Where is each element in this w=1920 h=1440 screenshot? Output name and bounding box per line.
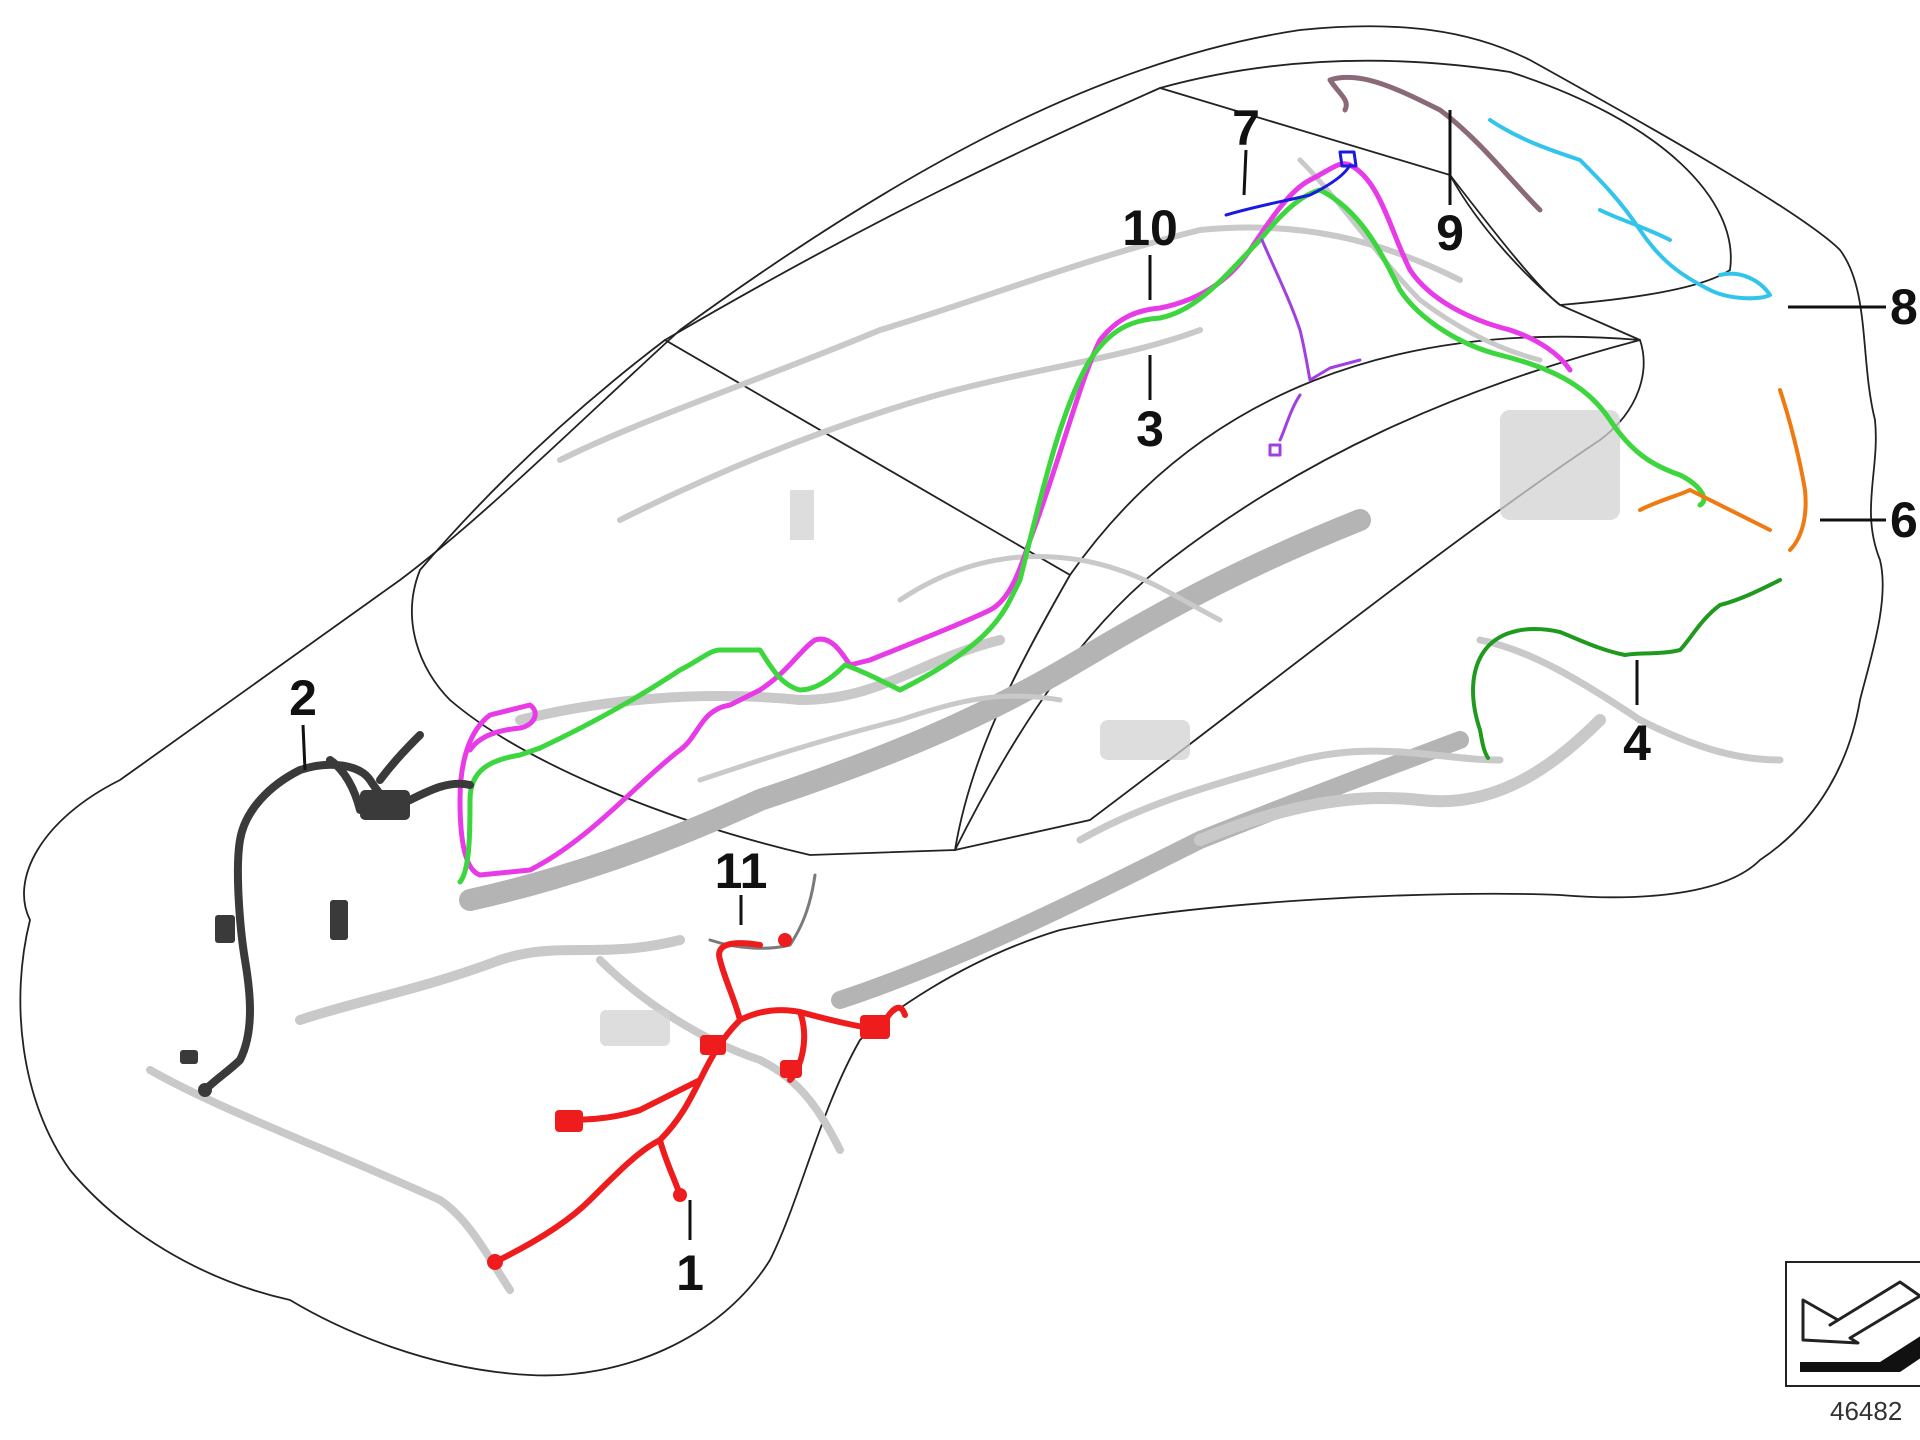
rear-bumper-loom: [1476, 636, 1784, 764]
engine-module-block: [600, 1010, 670, 1046]
right-door-loom: [1076, 747, 1504, 844]
roof-cross-loom: [617, 327, 1203, 523]
connector-plug: [487, 1254, 503, 1270]
arrow-shape: [1801, 1280, 1920, 1345]
callout-8: 8: [1890, 279, 1918, 335]
harness-purple: [1260, 238, 1362, 457]
connector-block: [780, 1060, 802, 1078]
harness-7: [1224, 150, 1358, 217]
car-body-silhouette: [19, 25, 1884, 1377]
background-wiring: [146, 157, 1784, 1294]
connector-block: [180, 1050, 198, 1064]
rear-module-block: [1500, 410, 1620, 520]
callout-2: 2: [289, 670, 317, 726]
direction-arrow-icon: [1785, 1261, 1920, 1387]
harness-8: [1488, 118, 1772, 301]
rear-window-outline: [1159, 59, 1732, 306]
tunnel-loom: [697, 693, 1063, 783]
connector-block: [700, 1035, 726, 1055]
connector-plug: [673, 1188, 687, 1202]
connector-plug: [778, 933, 792, 947]
connector-block: [215, 915, 235, 943]
callout-labels: 1 2 3 4 6 7 8 9 10 11: [289, 100, 1918, 1301]
arrow-base: [1800, 1336, 1920, 1372]
callout-10: 10: [1122, 200, 1178, 256]
main-floor-loom: [459, 509, 1371, 911]
dash-loom: [515, 635, 1005, 725]
connector-block: [330, 900, 348, 940]
seat-loom: [897, 553, 1223, 623]
harness-4: [1471, 578, 1782, 760]
diagram-number: 46482: [1830, 1396, 1903, 1426]
harness-3: [457, 187, 1707, 885]
callout-6: 6: [1890, 492, 1918, 548]
callout-11: 11: [715, 843, 768, 899]
callout-1: 1: [676, 1245, 704, 1301]
highlighted-harnesses: [180, 74, 1808, 1270]
harness-2-connectors: [180, 790, 410, 1097]
harness-1: [492, 940, 908, 1265]
callout-9: 9: [1436, 205, 1464, 261]
side-window-outline: [953, 338, 1645, 852]
harness-1-connectors: [487, 933, 890, 1270]
roof-outline: [664, 87, 1641, 576]
harness-9: [1327, 74, 1543, 213]
connector-block: [555, 1110, 583, 1132]
left-door-loom: [596, 956, 844, 1154]
center-module-block: [1100, 720, 1190, 760]
windshield-outline: [411, 338, 1072, 856]
car-body-outline: [19, 25, 1884, 1377]
connector-plug: [198, 1083, 212, 1097]
rear-floor-loom: [1194, 714, 1606, 846]
leader-7: [1242, 149, 1248, 196]
cross-car-loom: [831, 731, 1469, 1009]
callout-4: 4: [1623, 715, 1651, 771]
dash-module-block: [790, 490, 814, 540]
callout-3: 3: [1136, 401, 1164, 457]
harness-6: [1638, 388, 1808, 552]
connector-block: [860, 1015, 890, 1039]
connector-block: [360, 790, 410, 820]
callout-leaders: [301, 110, 1886, 1240]
front-bumper-loom: [146, 1066, 514, 1294]
harness-10: [457, 161, 1573, 878]
headliner-loom: [557, 224, 1463, 463]
engine-bay-loom: [295, 935, 685, 1025]
callout-7: 7: [1232, 100, 1260, 156]
leader-2: [301, 724, 307, 771]
